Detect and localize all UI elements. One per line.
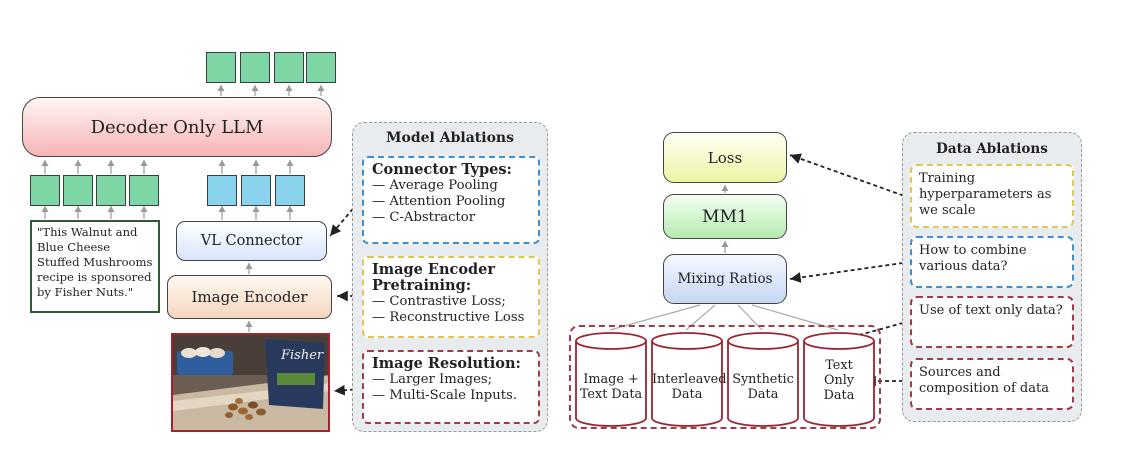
dataset-label-line: Data: [671, 387, 703, 402]
dataset-label: Image + Text Data: [576, 372, 646, 402]
fisher-brand-text: Fisher: [280, 348, 324, 363]
data-ablation-item: Training hyperparameters as we scale: [910, 164, 1074, 228]
caption-text: "This Walnut and Blue Cheese Stuffed Mus…: [37, 225, 153, 299]
data-ablation-text: Training hyperparameters as we scale: [919, 171, 1052, 218]
text-token: [129, 175, 159, 206]
data-ablation-item: Sources and composition of data: [910, 358, 1074, 410]
connector-item: — Average Pooling: [372, 178, 498, 193]
output-token: [306, 52, 336, 83]
dataset-label-line: Only: [823, 373, 855, 388]
data-ablation-item: Use of text only data?: [910, 296, 1074, 348]
text-token: [63, 175, 93, 206]
encoder-item: — Reconstructive Loss: [372, 310, 525, 325]
encoder-pretraining-box: Image Encoder Pretraining: — Contrastive…: [362, 256, 540, 338]
image-token: [241, 175, 271, 206]
input-image: Fisher: [171, 333, 330, 432]
output-token: [274, 52, 304, 83]
connector-types-title: Connector Types:: [372, 161, 512, 178]
dataset-label-line: Synthetic: [732, 372, 794, 387]
dataset-label: Text Only Data: [804, 358, 874, 403]
connector-item: — Attention Pooling: [372, 194, 506, 209]
model-ablations-title: Model Ablations: [386, 130, 514, 146]
encoder-item: — Contrastive Loss;: [372, 294, 506, 309]
text-caption-box: "This Walnut and Blue Cheese Stuffed Mus…: [30, 220, 160, 313]
data-ablation-text: How to combine various data?: [919, 243, 1027, 274]
mixing-ratios-box: Mixing Ratios: [663, 254, 787, 304]
text-token: [30, 175, 60, 206]
photo-illustration: Fisher: [173, 335, 328, 430]
data-ablation-text: Sources and composition of data: [919, 365, 1049, 396]
dataset-label-line: Image +: [583, 372, 639, 387]
dataset-label-line: Text Data: [579, 387, 643, 402]
vl-connector-label: VL Connector: [200, 233, 303, 249]
input-token-arrows: [41, 160, 729, 332]
image-resolution-title: Image Resolution:: [372, 355, 521, 372]
output-token-arrows: [217, 85, 325, 96]
decoder-llm-label: Decoder Only LLM: [90, 116, 264, 138]
mixing-ratios-label: Mixing Ratios: [677, 271, 773, 287]
decoder-llm-box: Decoder Only LLM: [22, 97, 332, 157]
data-ablations-title: Data Ablations: [936, 141, 1048, 157]
data-ablation-text: Use of text only data?: [919, 303, 1063, 318]
output-token: [206, 52, 236, 83]
mm1-label: MM1: [702, 206, 748, 227]
dataset-label: Interleaved Data: [652, 372, 727, 402]
dataset-label-line: Interleaved: [652, 372, 727, 387]
image-token: [207, 175, 237, 206]
connector-types-box: Connector Types: — Average Pooling — Att…: [362, 156, 540, 244]
image-token: [275, 175, 305, 206]
loss-label: Loss: [707, 148, 743, 167]
vl-connector-box: VL Connector: [176, 221, 327, 261]
connector-item: — C-Abstractor: [372, 210, 476, 225]
image-resolution-box: Image Resolution: — Larger Images; — Mul…: [362, 350, 540, 424]
resolution-item: — Multi-Scale Inputs.: [372, 388, 517, 403]
loss-box: Loss: [663, 132, 787, 183]
dataset-label: Synthetic Data: [728, 372, 798, 402]
resolution-item: — Larger Images;: [372, 372, 493, 387]
image-encoder-label: Image Encoder: [191, 288, 308, 306]
data-ablation-item: How to combine various data?: [910, 236, 1074, 288]
cylinder-text-only: [803, 332, 875, 427]
cylinder-interleaved: [651, 332, 723, 427]
encoder-pretraining-title: Image Encoder Pretraining:: [372, 261, 496, 294]
image-encoder-box: Image Encoder: [167, 275, 332, 319]
text-token: [96, 175, 126, 206]
dataset-label-line: Text: [825, 358, 853, 373]
cylinder-image-text: [575, 332, 647, 427]
dataset-label-line: Data: [747, 387, 779, 402]
mm1-box: MM1: [663, 194, 787, 239]
dataset-label-line: Data: [823, 388, 855, 403]
datasets-group: [569, 325, 881, 429]
output-token: [240, 52, 270, 83]
cylinder-synthetic: [727, 332, 799, 427]
